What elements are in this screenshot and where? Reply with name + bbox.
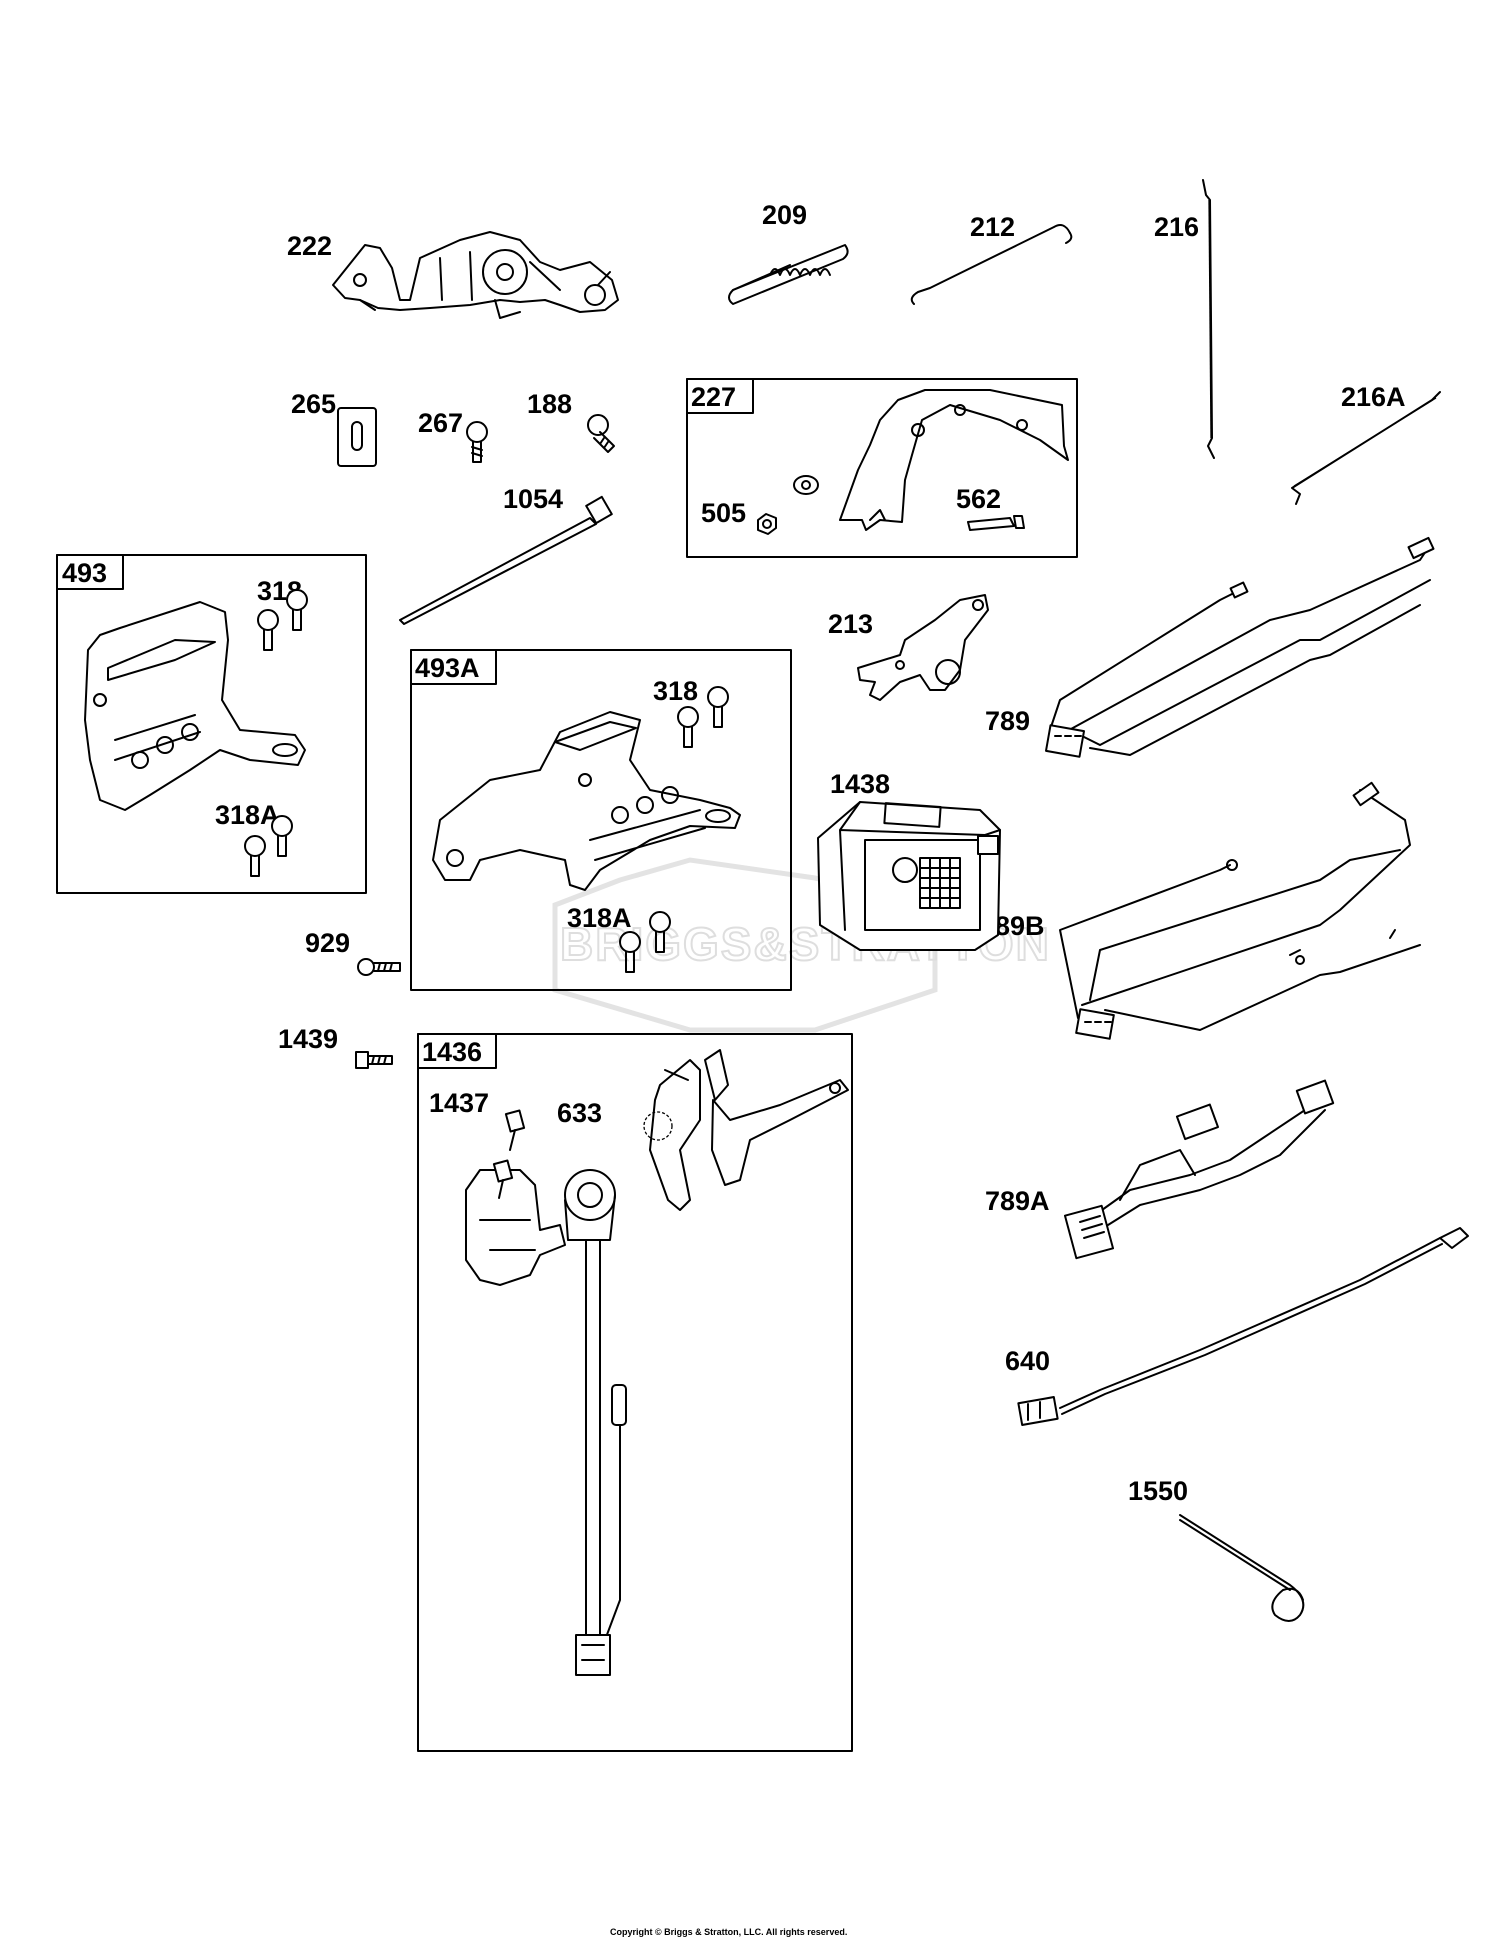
label-1054: 1054 xyxy=(503,484,563,514)
svg-text:227: 227 xyxy=(691,382,736,412)
part-318-screws-493a xyxy=(619,686,729,973)
part-1436-switch-assembly xyxy=(465,1049,849,1676)
part-789b-harness xyxy=(1059,781,1421,1040)
label-640: 640 xyxy=(1005,1346,1050,1376)
part-1438-module xyxy=(817,801,1001,951)
part-1054-cable-tie xyxy=(399,495,613,625)
label-265: 265 xyxy=(291,389,336,419)
part-318-screws-493 xyxy=(244,589,308,877)
label-789a: 789A xyxy=(985,1186,1050,1216)
part-188-screw xyxy=(587,414,615,453)
part-267-screw xyxy=(466,421,488,463)
label-216a: 216A xyxy=(1341,382,1406,412)
label-505: 505 xyxy=(701,498,746,528)
part-222-control-bracket xyxy=(332,231,619,319)
part-227-bracket xyxy=(757,389,1069,535)
label-929: 929 xyxy=(305,928,350,958)
label-213: 213 xyxy=(828,609,873,639)
label-789: 789 xyxy=(985,706,1030,736)
part-640-lead xyxy=(1017,1227,1469,1426)
part-209-spring xyxy=(728,244,849,305)
label-212: 212 xyxy=(970,212,1015,242)
box-493: 493 xyxy=(56,554,367,894)
copyright-text: Copyright © Briggs & Stratton, LLC. All … xyxy=(610,1927,847,1937)
part-1550-pin xyxy=(1179,1514,1305,1622)
part-216-rod xyxy=(1202,179,1215,459)
part-216a-rod xyxy=(1291,391,1441,505)
label-318a-a: 318A xyxy=(215,800,280,830)
label-1550: 1550 xyxy=(1128,1476,1188,1506)
svg-text:1436: 1436 xyxy=(422,1037,482,1067)
label-318a-b: 318A xyxy=(567,903,632,933)
label-1437: 1437 xyxy=(429,1088,489,1118)
part-212-link-rod xyxy=(910,224,1073,305)
label-318-b: 318 xyxy=(653,676,698,706)
svg-text:493A: 493A xyxy=(415,653,480,683)
part-493a-bracket xyxy=(432,711,741,891)
label-562: 562 xyxy=(956,484,1001,514)
part-labels: 222 209 212 216 216A 265 267 188 1054 50… xyxy=(215,200,1406,1506)
label-633: 633 xyxy=(557,1098,602,1128)
part-1439-bolt xyxy=(355,1051,393,1069)
label-222: 222 xyxy=(287,231,332,261)
label-216: 216 xyxy=(1154,212,1199,242)
part-493-bracket xyxy=(84,601,306,811)
part-213-bracket xyxy=(857,594,989,701)
part-265-plate xyxy=(337,407,377,467)
label-1438: 1438 xyxy=(830,769,890,799)
part-929-bolt xyxy=(357,958,401,976)
label-1439: 1439 xyxy=(278,1024,338,1054)
label-209: 209 xyxy=(762,200,807,230)
label-267: 267 xyxy=(418,408,463,438)
box-493a: 493A xyxy=(410,649,792,991)
label-188: 188 xyxy=(527,389,572,419)
part-789a-harness xyxy=(1063,1079,1335,1260)
part-789-harness xyxy=(1045,536,1435,758)
box-1436: 1436 xyxy=(417,1033,853,1752)
svg-text:493: 493 xyxy=(62,558,107,588)
box-227: 227 xyxy=(686,378,1078,558)
